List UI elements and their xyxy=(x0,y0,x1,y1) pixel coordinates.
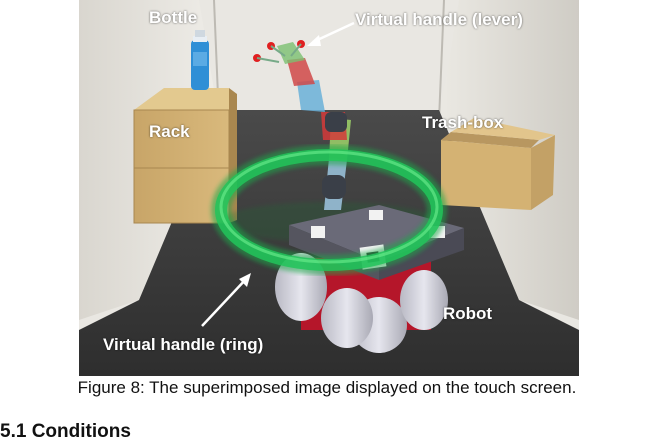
bottle xyxy=(191,30,209,90)
scene-photo: Bottle Virtual handle (lever) Rack Trash… xyxy=(79,0,579,376)
section-heading: 5.1 Conditions xyxy=(0,421,131,442)
figure-caption: Figure 8: The superimposed image display… xyxy=(77,378,577,397)
trash-box xyxy=(441,118,555,210)
label-bottle: Bottle xyxy=(149,8,198,27)
scene-illustration xyxy=(79,0,579,376)
ring-arrow xyxy=(201,273,251,327)
label-virtual-handle-ring: Virtual handle (ring) xyxy=(103,335,264,354)
label-rack: Rack xyxy=(149,122,190,141)
lever-arrow xyxy=(307,21,355,46)
label-virtual-handle-lever: Virtual handle (lever) xyxy=(355,10,523,29)
virtual-ring-handle xyxy=(211,145,447,275)
label-robot: Robot xyxy=(443,304,493,323)
label-trash-box: Trash-box xyxy=(422,113,504,132)
robot-arm xyxy=(253,40,351,210)
